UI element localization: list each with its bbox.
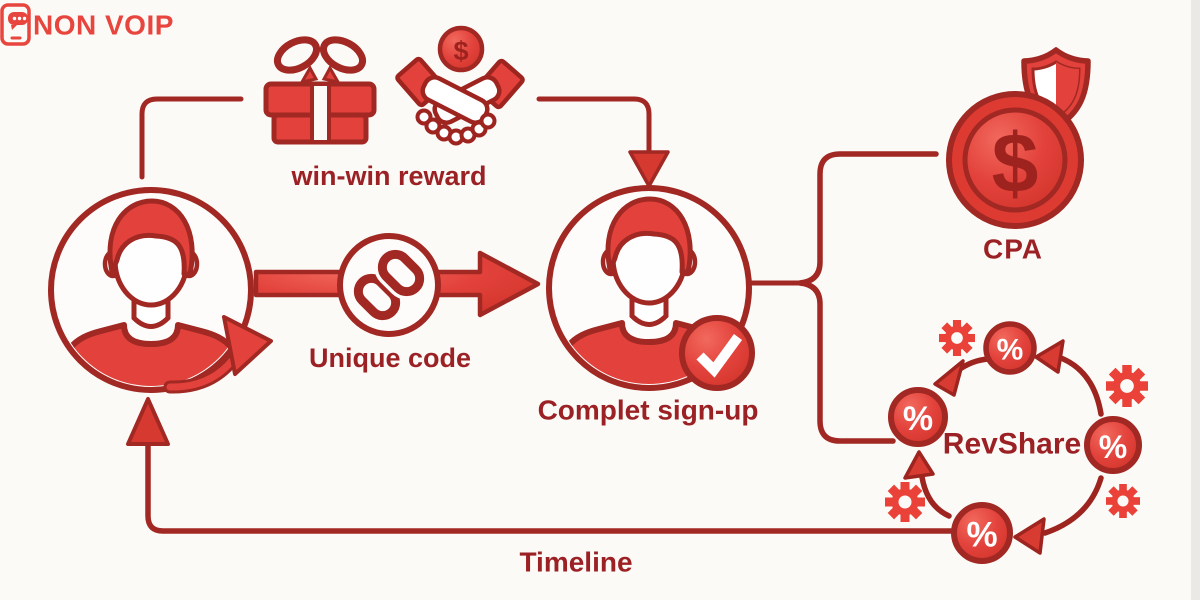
coin-dollar-symbol: $ xyxy=(453,36,468,66)
gear-icon xyxy=(1106,484,1140,518)
check-badge-icon xyxy=(679,315,755,391)
svg-text:%: % xyxy=(966,516,997,555)
gear-icon xyxy=(885,482,925,522)
unique-code-label: Unique code xyxy=(309,343,471,373)
cpa-node: $ CPA xyxy=(946,47,1091,265)
gear-icon xyxy=(939,320,975,356)
cpa-coin-icon: $ xyxy=(946,91,1084,229)
timeline-label: Timeline xyxy=(519,547,632,578)
percent-circle-icon: % xyxy=(951,502,1013,564)
percent-circle-icon: % xyxy=(1084,416,1142,474)
arrowhead-up-icon xyxy=(126,397,170,446)
share-swoosh-arrow-icon xyxy=(163,315,273,394)
revshare-label: RevShare xyxy=(943,428,1081,461)
signup-label: Complet sign-up xyxy=(538,395,759,426)
connector-referrer-to-reward xyxy=(139,96,244,180)
phone-chat-icon xyxy=(0,3,31,46)
brand-name: NON VOIP xyxy=(33,10,174,41)
link-icon xyxy=(353,246,428,321)
cpa-label: CPA xyxy=(983,234,1043,265)
timeline-connector xyxy=(145,441,956,534)
arrowhead-down-icon xyxy=(628,150,670,188)
connector-reward-to-friend xyxy=(536,96,652,155)
dollar-coin-icon: $ xyxy=(437,25,485,73)
brand-logo: NON VOIP xyxy=(0,3,174,46)
revshare-node: % % % % RevShare xyxy=(885,320,1148,564)
referrer-avatar xyxy=(51,190,251,435)
svg-text:%: % xyxy=(997,334,1024,367)
svg-text:%: % xyxy=(1099,429,1127,465)
svg-text:%: % xyxy=(903,400,933,438)
handshake-icon xyxy=(395,56,525,146)
brace-connector xyxy=(797,151,939,444)
gift-icon xyxy=(263,36,377,145)
gear-icon xyxy=(1106,365,1148,407)
unique-code-node xyxy=(337,233,441,337)
cpa-dollar-symbol: $ xyxy=(992,116,1039,210)
cycle-arrows xyxy=(903,339,1104,555)
percent-circle-icon: % xyxy=(888,387,948,447)
page-edge xyxy=(1191,0,1200,600)
percent-circle-icon: % xyxy=(983,321,1037,375)
reward-label: win-win reward xyxy=(290,161,486,191)
